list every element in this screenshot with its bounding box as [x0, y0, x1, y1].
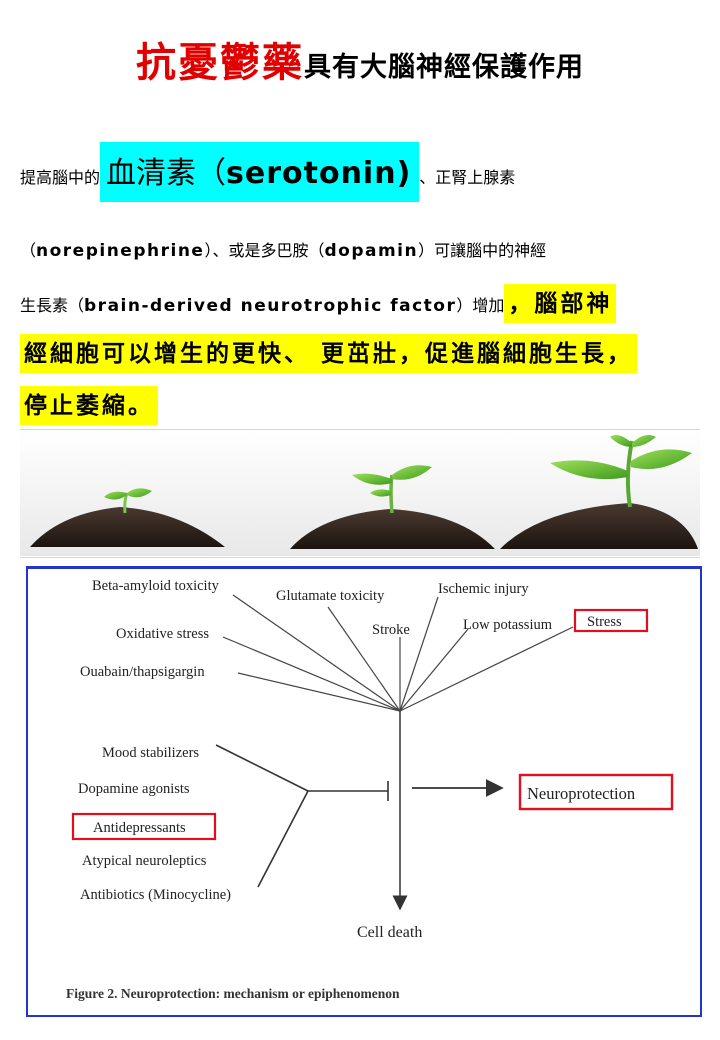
label-atypical-neuroleptics: Atypical neuroleptics — [82, 853, 207, 869]
seedling-growth-image — [20, 431, 700, 556]
text-l2-p3: ）可讓腦中的神經 — [418, 241, 547, 260]
divider — [20, 557, 700, 558]
stress-marker — [573, 608, 649, 633]
label-cell-death: Cell death — [357, 924, 422, 941]
label-antidepressants: Antidepressants — [93, 820, 186, 836]
highlight-l3: ，腦部神 — [504, 284, 617, 323]
insult-lines — [222, 594, 574, 712]
label-stress: Stress — [587, 614, 622, 630]
text-norepinephrine: norepinephrine — [36, 241, 205, 261]
text-serotonin-zh: 血清素（ — [106, 156, 227, 191]
title-rest: 具有大腦神經保護作用 — [304, 52, 584, 83]
label-ouabain: Ouabain/thapsigargin — [80, 664, 205, 680]
title-highlight: 抗憂鬱藥 — [136, 39, 304, 86]
antidepressants-marker — [71, 812, 217, 841]
label-ischemic: Ischemic injury — [438, 581, 529, 597]
label-antibiotics: Antibiotics (Minocycline) — [80, 887, 231, 903]
divider — [20, 429, 700, 430]
paragraph-line-3: 生長素（brain-derived neurotrophic factor）增加… — [20, 284, 617, 323]
text-bdnf: brain-derived neurotrophic factor — [84, 296, 457, 316]
text-l1-pre: 提高腦中的 — [20, 168, 101, 187]
text-serotonin-en: serotonin) — [226, 156, 412, 191]
text-l1-post: 、正腎上腺素 — [419, 168, 516, 187]
serotonin-highlight: 血清素（serotonin) — [100, 142, 420, 202]
text-l3-p2: ）增加 — [456, 296, 505, 315]
paragraph-line-1: 提高腦中的血清素（serotonin)、正腎上腺素 — [20, 142, 515, 202]
label-beta-amyloid: Beta-amyloid toxicity — [92, 578, 220, 594]
text-l2-p2: ）、或是多巴胺（ — [204, 241, 325, 260]
highlight-l5: 停止萎縮。 — [20, 386, 158, 425]
text-l2-p1: （ — [20, 241, 37, 260]
drug-lines — [215, 744, 389, 888]
paragraph-line-2: （norepinephrine）、或是多巴胺（dopamin）可讓腦中的神經 — [20, 237, 546, 261]
paragraph-line-5: 停止萎縮。 — [20, 386, 158, 425]
label-glutamate: Glutamate toxicity — [276, 588, 385, 604]
paragraph-line-4: 經細胞可以增生的更快、 更茁壯，促進腦細胞生長， — [20, 334, 638, 373]
figure-caption: Figure 2. Neuroprotection: mechanism or … — [66, 986, 400, 1001]
highlight-l4: 經細胞可以增生的更快、 更茁壯，促進腦細胞生長， — [20, 334, 638, 373]
label-stroke: Stroke — [372, 622, 410, 638]
text-l3-p1: 生長素（ — [20, 296, 85, 315]
neuroprotection-diagram: Beta-amyloid toxicity Glutamate toxicity… — [66, 578, 674, 1001]
label-mood-stabilizers: Mood stabilizers — [102, 745, 199, 761]
text-dopamin: dopamin — [324, 241, 419, 261]
label-neuroprotection: Neuroprotection — [527, 784, 635, 803]
label-oxidative: Oxidative stress — [116, 626, 209, 642]
page-title: 抗憂鬱藥具有大腦神經保護作用 — [0, 30, 720, 88]
label-low-potassium: Low potassium — [463, 617, 553, 633]
label-dopamine-agonists: Dopamine agonists — [78, 781, 190, 797]
neuroprotection-marker — [518, 773, 674, 811]
